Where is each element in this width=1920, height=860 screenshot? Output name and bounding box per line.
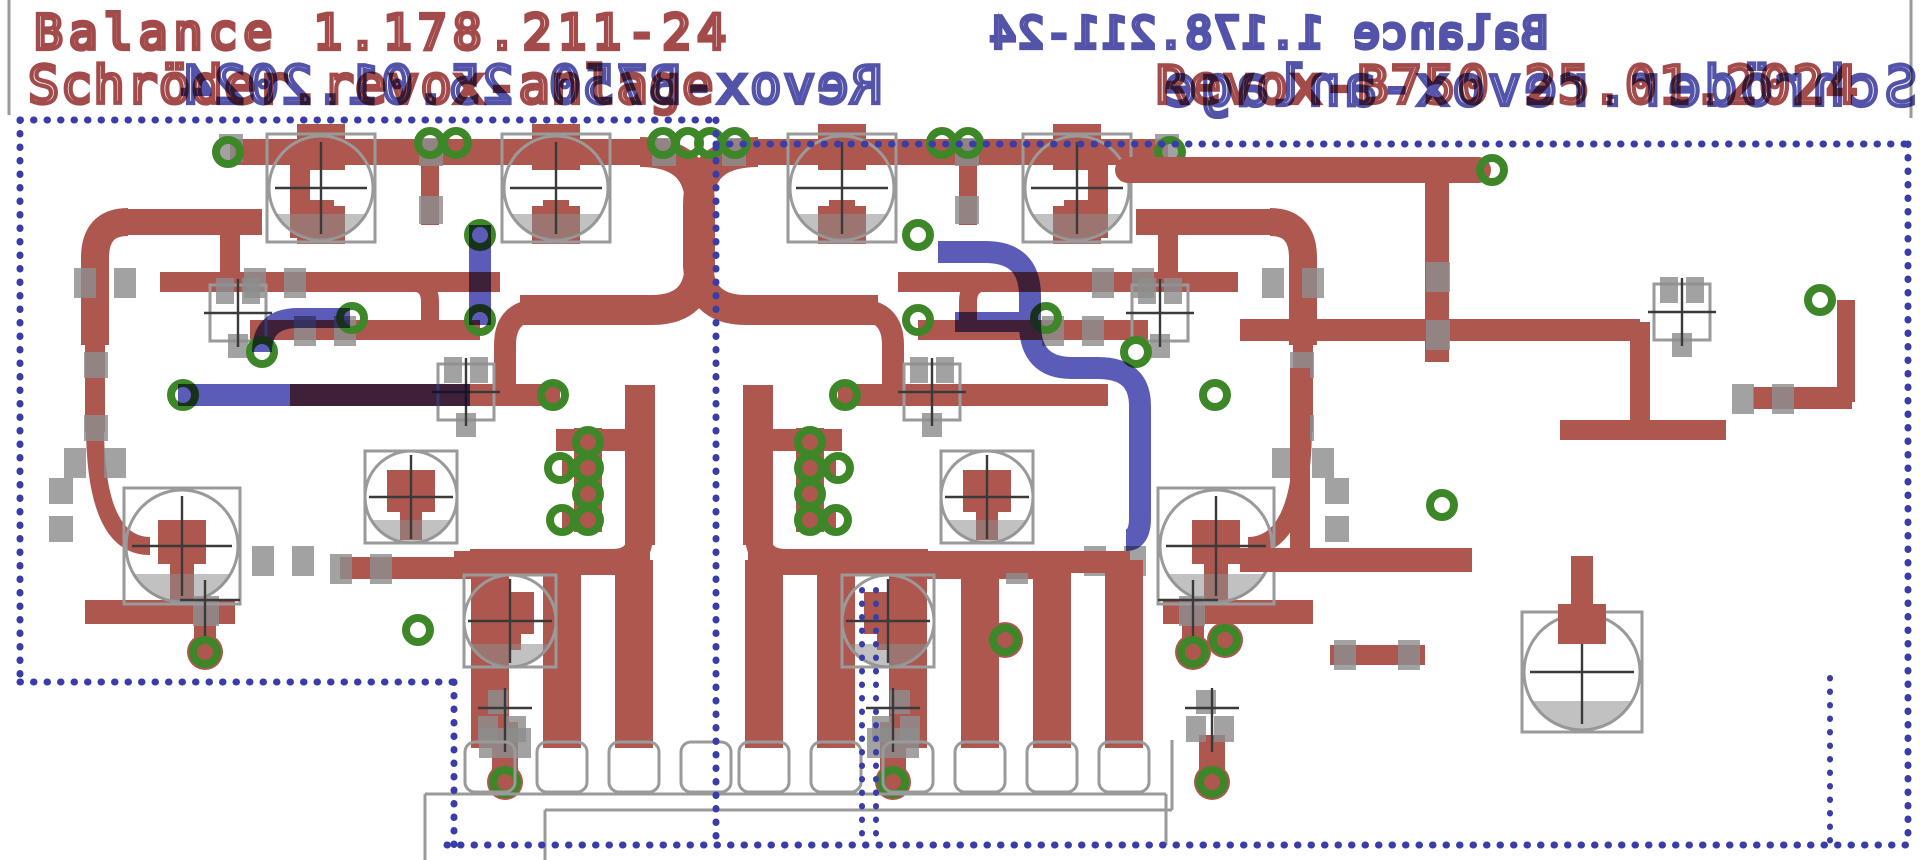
board-outline [16, 116, 1912, 849]
right-extra [904, 154, 1855, 800]
board-title-bottom-layer-mirrored: Balance 1.178.211-24 [986, 6, 1550, 61]
silkscreen-components [122, 132, 612, 752]
board-subtitle-top-layer-right: Revox-B750 25.01.2024 [1154, 56, 1860, 117]
board-subtitle-bottom-layer-right-mirrored: Schröder.revox-anlage [1159, 53, 1919, 120]
board-title-top-layer: Balance 1.178.211-24 [32, 5, 732, 61]
bottom-copper-traces-right [938, 241, 1151, 551]
vias [167, 127, 704, 798]
edge-connector [423, 740, 1174, 860]
board-subtitle-top-layer-left: Schröder.revox-anlage [26, 56, 716, 117]
component-pads [49, 134, 676, 758]
mirrored-board-half [698, 124, 1349, 800]
board-subtitle-bottom-layer-left-mirrored: Revox-B750 25.01.2024 [176, 54, 884, 118]
bottom-copper-traces-left [178, 225, 491, 406]
sheet-frame [7, 0, 1913, 118]
